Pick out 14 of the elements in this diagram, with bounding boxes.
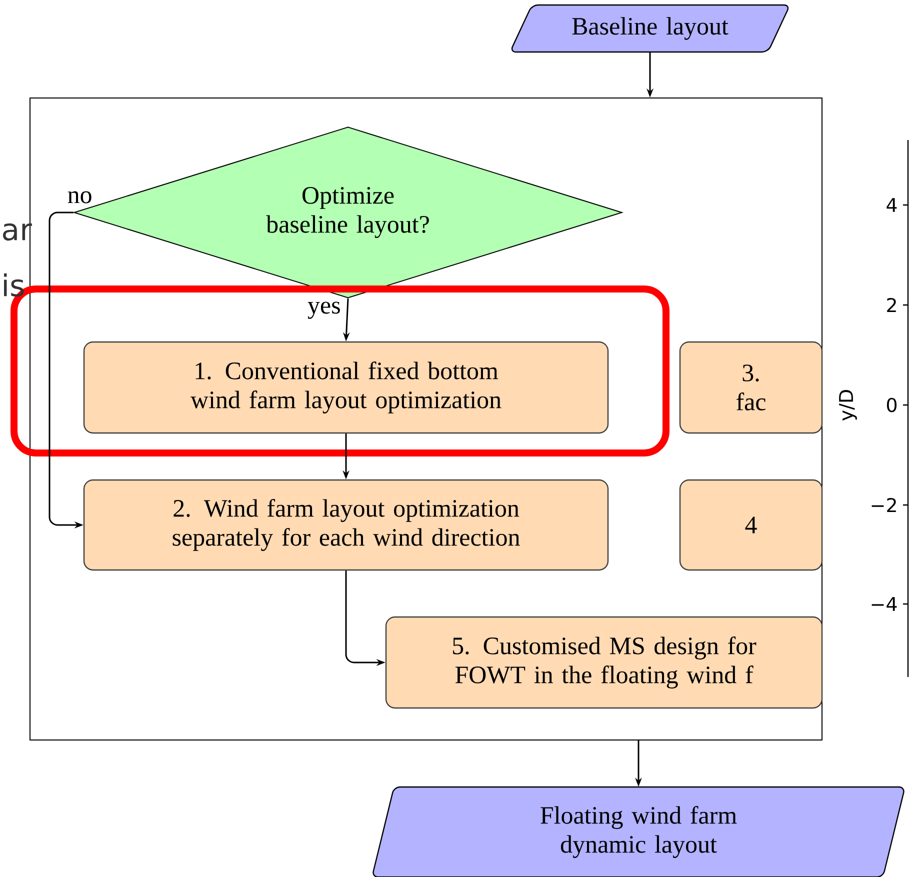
process-box: 3. fac [679, 341, 823, 434]
tick-label: 4 [886, 198, 897, 212]
tick-label: −4 [872, 597, 897, 611]
process-box: 2. Wind farm layout optimization separately for each wind direction [83, 479, 609, 571]
tick-label: −2 [872, 498, 896, 512]
io-parallelogram: Floating wind farm dynamic layout [372, 786, 904, 877]
process-box: 5. Customised MS design for FOWT in the floating wind f [385, 616, 823, 709]
process-box: 4 [679, 479, 823, 571]
edge-label: yes [306, 300, 342, 320]
cut-text: is [4, 273, 24, 297]
io-parallelogram: Baseline layout [511, 4, 789, 53]
tick-label: 0 [886, 398, 897, 412]
process-box: 1. Conventional fixed bottom wind farm layout optimization [83, 341, 609, 434]
tick-label: 2 [887, 298, 896, 312]
